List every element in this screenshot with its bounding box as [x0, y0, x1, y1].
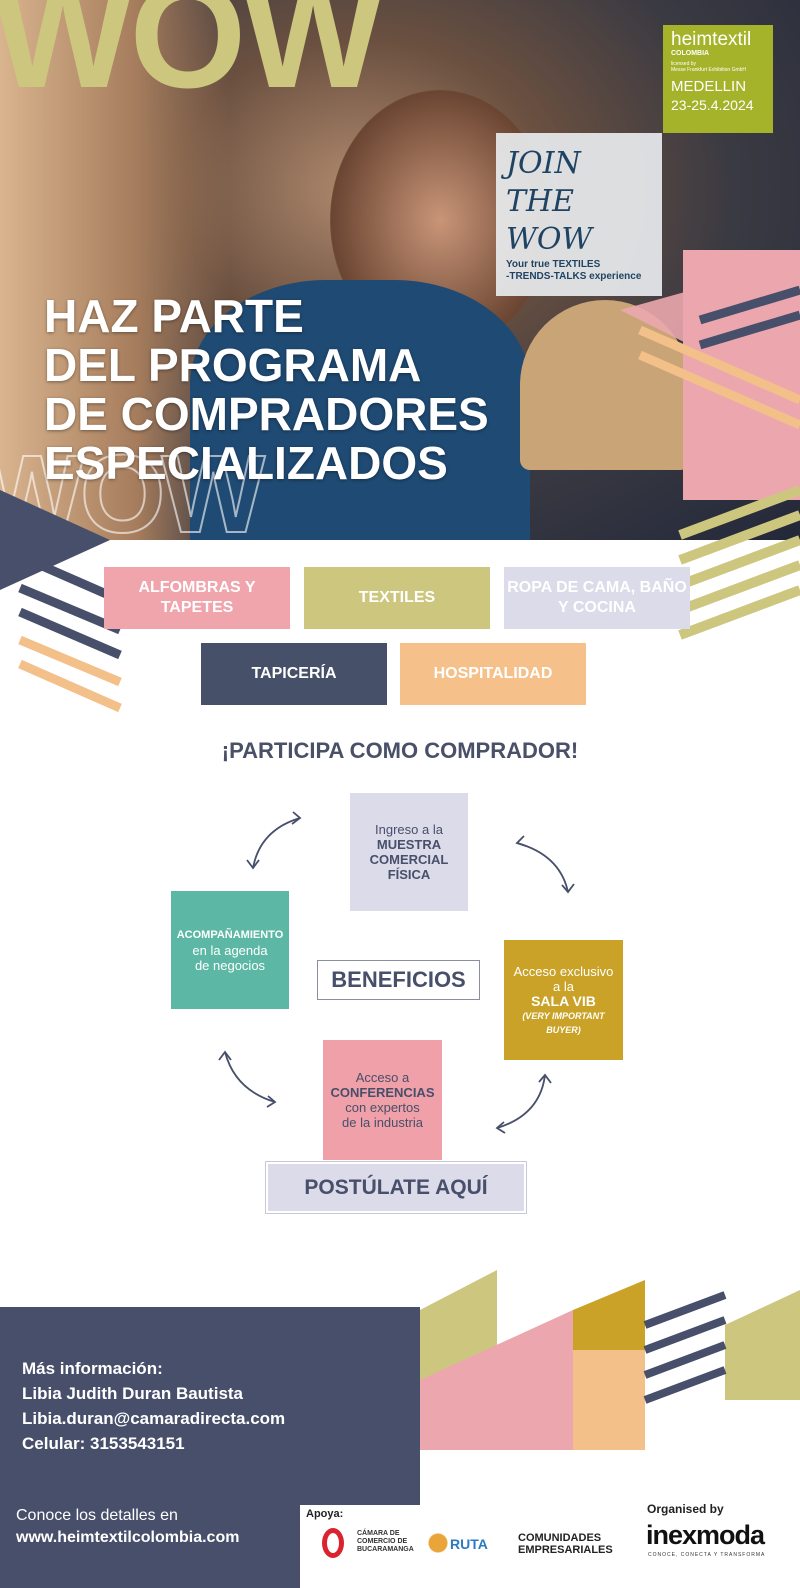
website-link[interactable]: www.heimtextilcolombia.com: [16, 1529, 240, 1546]
benefit-note: (VERY IMPORTANT BUYER): [522, 1010, 605, 1035]
beneficios-label: BENEFICIOS: [317, 960, 480, 1000]
badge-country: COLOMBIA: [671, 50, 710, 57]
benefit-bold: MUESTRA COMERCIAL FÍSICA: [369, 837, 449, 882]
benefit-bold: CONFERENCIAS: [330, 1085, 435, 1100]
category-ropa: ROPA DE CAMA, BAÑO Y COCINA: [504, 567, 690, 629]
category-hospitalidad: HOSPITALIDAD: [400, 643, 586, 705]
benefit-text: Acceso a: [355, 1070, 410, 1085]
benefit-text: con expertos de la industria: [342, 1100, 423, 1130]
event-badge: heimtextil COLOMBIA licensed by Messe Fr…: [663, 25, 773, 133]
join-line: THE: [506, 184, 575, 219]
badge-license-org: Messe Frankfurt Exhibition GmbH: [671, 67, 747, 73]
join-tagline: Your true TEXTILES: [506, 259, 601, 270]
comunidades-logo: COMUNIDADES EMPRESARIALES: [518, 1532, 613, 1556]
contact-title: Más información:: [22, 1359, 163, 1378]
ruta-logo: RUTA: [428, 1530, 510, 1556]
hero-banner: WOW WOW heimtextil COLOMBIA licensed by …: [0, 0, 800, 540]
join-line: JOIN: [506, 146, 581, 181]
headline-line: ESPECIALIZADOS: [44, 437, 448, 489]
organiser-label: Organised by: [647, 1502, 724, 1516]
benefit-text: Ingreso a la: [375, 822, 443, 837]
details-panel: Conoce los detalles en www.heimtextilcol…: [0, 1505, 300, 1588]
footer-shapes: [240, 1270, 800, 1588]
contact-name: Libia Judith Duran Bautista: [22, 1384, 244, 1403]
camara-logo: CÁMARA DE COMERCIO DE BUCARAMANGA: [357, 1530, 414, 1553]
participa-title: ¡PARTICIPA COMO COMPRADOR!: [221, 738, 579, 763]
badge-license: licensed by: [671, 61, 697, 67]
category-tapiceria: TAPICERÍA: [201, 643, 387, 705]
camara-logo-icon: [322, 1528, 344, 1558]
details-text: Conoce los detalles en: [16, 1507, 178, 1524]
badge-city: MEDELLIN: [671, 78, 747, 95]
inexmoda-logo: inexmoda: [646, 1520, 765, 1550]
photo-sweater: [190, 280, 530, 540]
apply-button[interactable]: POSTÚLATE AQUÍ: [265, 1161, 527, 1214]
benefit-text: Acceso exclusivo a la: [513, 963, 614, 994]
join-the-wow-box: JOIN THE WOW Your true TEXTILES -TRENDS-…: [496, 133, 662, 296]
join-tagline: -TRENDS-TALKS experience: [506, 271, 642, 282]
brand-logo: heimtextil: [671, 29, 752, 50]
category-textiles: TEXTILES: [304, 567, 490, 629]
benefit-bold: ACOMPAÑAMIENTO: [176, 928, 284, 941]
headline-line: DEL PROGRAMA: [44, 339, 422, 391]
contact-email[interactable]: Libia.duran@camaradirecta.com: [22, 1409, 286, 1428]
benefit-text: en la agenda de negocios: [192, 942, 268, 973]
contact-panel: Más información: Libia Judith Duran Baut…: [0, 1307, 420, 1505]
headline-line: HAZ PARTE: [44, 290, 304, 342]
inexmoda-tagline: CONOCE, CONECTA Y TRANSFORMA: [648, 1552, 766, 1558]
benefit-bold: SALA VIB: [531, 992, 596, 1009]
badge-dates: 23-25.4.2024: [671, 97, 754, 113]
headline-line: DE COMPRADORES: [44, 388, 489, 440]
page-title: HAZ PARTE DEL PROGRAMA DE COMPRADORES ES…: [44, 292, 489, 488]
cycle-arrows-icon: [218, 811, 575, 1134]
sponsors-label: Apoya:: [306, 1508, 344, 1520]
category-alfombras: ALFOMBRAS Y TAPETES: [104, 567, 290, 629]
wow-graphic: WOW: [0, 0, 384, 119]
join-line: WOW: [506, 222, 593, 257]
contact-phone: Celular: 3153543151: [22, 1434, 185, 1453]
